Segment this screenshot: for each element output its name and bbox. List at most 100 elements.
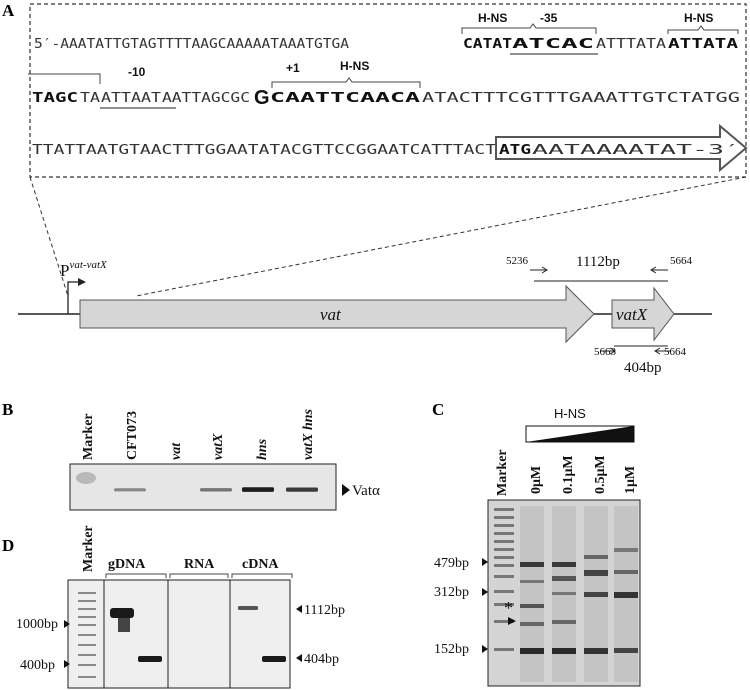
start-codon: ATG	[499, 142, 531, 158]
group-bracket	[105, 573, 167, 578]
group-label-rna: RNA	[184, 557, 215, 572]
emsa-band	[614, 548, 638, 552]
seq1-hns-box-2: ATTATA	[668, 36, 738, 52]
emsa-band	[520, 580, 544, 583]
ladder-band	[78, 616, 96, 618]
vat-band	[114, 488, 146, 492]
ladder-band	[78, 644, 96, 646]
panel-d-group-labels: gDNA RNA cDNA	[105, 557, 293, 578]
size-label-312: 312bp	[434, 585, 469, 600]
emsa-band	[520, 648, 544, 654]
seq2-segment: TA	[80, 90, 100, 106]
pcr-bands	[78, 592, 286, 678]
seq1-segment: 5′-AAATATTGTAGTTTTAAGCAAAAATAAATGTGA	[34, 36, 349, 52]
primer-label-5663: 5663	[594, 346, 617, 358]
western-bands	[76, 472, 318, 492]
vatx-gene-label: vatX	[616, 305, 648, 324]
vatx-gene-arrow	[611, 286, 675, 342]
emsa-band	[584, 570, 608, 576]
vat-alpha-label: Vatα	[352, 483, 380, 499]
ladder-band	[78, 676, 96, 678]
size-arrow-152	[482, 645, 488, 653]
lane-label-marker: Marker	[81, 413, 96, 460]
seq3-segment: TTATTAATGTAACTTTGGAATATACGTTCCGGAATCATTT…	[32, 142, 496, 158]
sequence-box	[29, 3, 747, 178]
promoter-arrow	[67, 281, 80, 314]
amplicon-label-404: 404bp	[624, 360, 662, 376]
emsa-band	[614, 592, 638, 598]
panel-d-marker-label: Marker	[81, 525, 96, 572]
amplicon-label-1112: 1112bp	[576, 254, 620, 270]
size-label-479: 479bp	[434, 556, 469, 571]
emsa-band	[520, 622, 544, 626]
emsa-lane	[520, 506, 544, 682]
reverse-primer-head-2	[654, 347, 661, 355]
ladder-band	[494, 524, 514, 527]
ladder-band	[78, 592, 96, 594]
seq2-segment: AATTAGCGC	[162, 90, 250, 106]
lane-label-vatx-hns: vatX hns	[301, 408, 316, 460]
gdna-band-smear	[118, 618, 130, 632]
emsa-band	[552, 562, 576, 567]
lane-label-vat: vat	[169, 442, 184, 460]
left-size-1000: 1000bp	[16, 617, 58, 632]
sequence-line-3: TTATTAATGTAACTTTGGAATATACGTTCCGGAATCATTT…	[32, 142, 740, 158]
emsa-bands	[494, 506, 638, 682]
left-size-arrow-1000	[64, 620, 70, 628]
reverse-primer-head	[650, 266, 657, 274]
primer-label-5664-b: 5664	[664, 346, 687, 358]
emsa-band	[552, 648, 576, 654]
minus35-label: -35	[540, 11, 558, 25]
vat-band	[200, 488, 232, 492]
sequence-line-1: 5′-AAATATTGTAGTTTTAAGCAAAAATAAATGTGA CAT…	[34, 36, 738, 52]
ladder-band	[78, 654, 96, 656]
seq2-hns-box-3: CAATTCAACA	[270, 90, 420, 106]
cdna-band-1112	[238, 606, 258, 610]
group-label-cdna: cDNA	[242, 557, 279, 572]
hns-label-2: H-NS	[684, 11, 713, 25]
ladder-band	[494, 508, 514, 511]
vat-band	[286, 487, 318, 492]
hns-brace-1	[461, 23, 597, 34]
hns-brace-2	[667, 25, 739, 34]
orf-start-arrow	[495, 123, 748, 173]
minus10-label: -10	[128, 65, 146, 79]
emsa-band	[552, 576, 576, 581]
tss-base: G	[254, 87, 270, 109]
primer-label-5664: 5664	[670, 255, 693, 267]
left-size-arrow-400	[64, 660, 70, 668]
size-label-152: 152bp	[434, 642, 469, 657]
promoter-label: Pvat-vatX	[60, 259, 108, 280]
group-bracket	[231, 573, 293, 578]
pcr-gel	[67, 579, 291, 689]
seq1-hns-box: CATAT	[463, 36, 512, 52]
forward-primer-head-2	[609, 347, 616, 355]
panel-label-c: C	[432, 400, 444, 419]
emsa-band	[584, 592, 608, 597]
size-arrow-312	[482, 588, 488, 596]
ladder-band	[494, 556, 514, 559]
lane-label-vatx: vatX	[211, 433, 226, 460]
group-label-gdna: gDNA	[108, 557, 146, 572]
seq2-hns-box: TAGC	[32, 90, 78, 106]
wrap-bracket	[28, 73, 101, 84]
ladder-band	[78, 634, 96, 636]
vat-gene-arrow	[79, 284, 595, 344]
panel-label-b: B	[2, 400, 13, 419]
vat-band	[242, 487, 274, 492]
sequence-line-2: TAGC TA ATTAAT AATTAGCGC G CAATTCAACA AT…	[32, 87, 740, 109]
vat-alpha-arrowhead	[342, 484, 350, 496]
gdna-band-1112	[110, 608, 134, 618]
seq1-segment: ATTTATA	[596, 36, 666, 52]
ladder-band	[494, 575, 514, 578]
zoom-line-right	[135, 176, 747, 297]
seq1-minus35-box: ATCAC	[512, 36, 594, 52]
hns-label-1: H-NS	[478, 11, 507, 25]
promoter-arrowhead	[78, 278, 86, 286]
ladder-band	[494, 540, 514, 543]
marker-band	[76, 472, 96, 484]
ladder-band	[78, 664, 96, 666]
vat-gene-label: vat	[320, 305, 342, 324]
